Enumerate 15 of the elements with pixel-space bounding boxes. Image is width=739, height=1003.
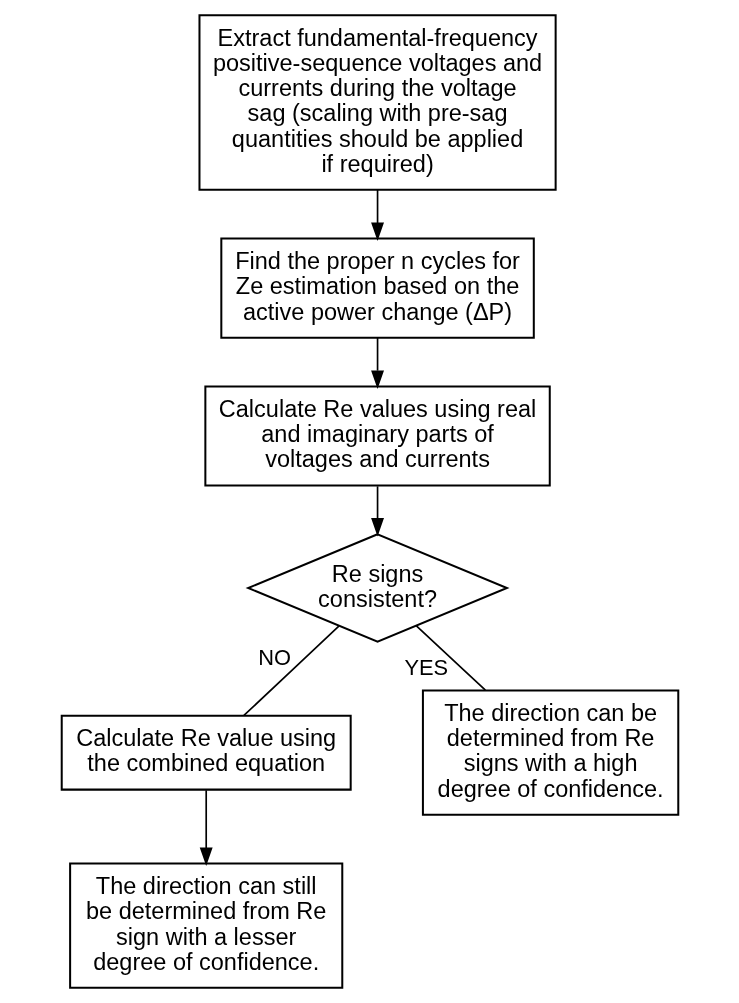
connector (415, 625, 486, 692)
edge-label: YES (403, 654, 448, 680)
node-box: The direction can be determined from Re signs with a high degree of confidence. (421, 689, 679, 816)
arrow (199, 789, 213, 866)
node-box: Extract fundamental-frequency positive-sequence voltages and currents during the voltage sag (scaling with pre-sag quantities should be applied if required) (197, 14, 557, 191)
node-diamond: Re signs consistent? (245, 533, 510, 643)
arrow (370, 337, 384, 389)
arrow (370, 189, 384, 241)
connector (242, 625, 340, 717)
node-box: Calculate Re values using real and imaginary parts of voltages and currents (203, 385, 551, 487)
arrow (370, 485, 384, 537)
node-box: The direction can still be determined from Re sign with a lesser degree of confidence. (68, 862, 343, 989)
node-box: Find the proper n cycles for Ze estimation based on the active power change (ΔP) (219, 237, 535, 339)
node-box: Calculate Re value using the combined equation (60, 714, 352, 791)
edge-label: NO (257, 644, 291, 670)
